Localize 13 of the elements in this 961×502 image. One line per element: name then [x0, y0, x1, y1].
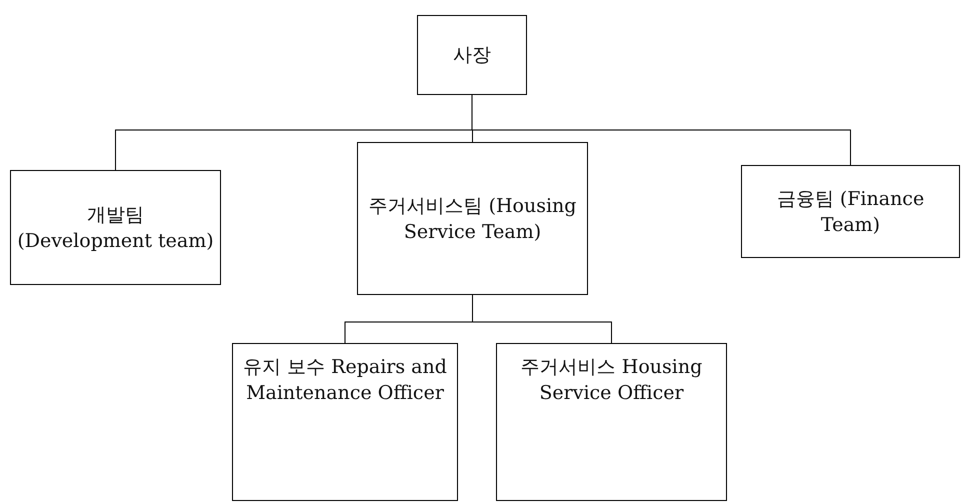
org-box	[232, 343, 458, 501]
org-box	[357, 142, 588, 295]
box-label: 개발팀 (Development team)	[17, 202, 214, 254]
org-box	[741, 165, 960, 258]
box-label: 주거서비스팀 (Housing Service Team)	[368, 194, 578, 244]
box-label: 사장	[453, 43, 491, 68]
org-box	[496, 343, 727, 501]
box-label: 주거서비스 Housing Service Officer	[520, 355, 704, 406]
box-label: 금융팀 (Finance Team)	[776, 186, 926, 238]
connector-line	[472, 294, 612, 344]
org-box	[10, 170, 221, 285]
org-box	[417, 15, 527, 95]
box-label: 유지 보수 Repairs and Maintenance Officer	[242, 355, 448, 406]
